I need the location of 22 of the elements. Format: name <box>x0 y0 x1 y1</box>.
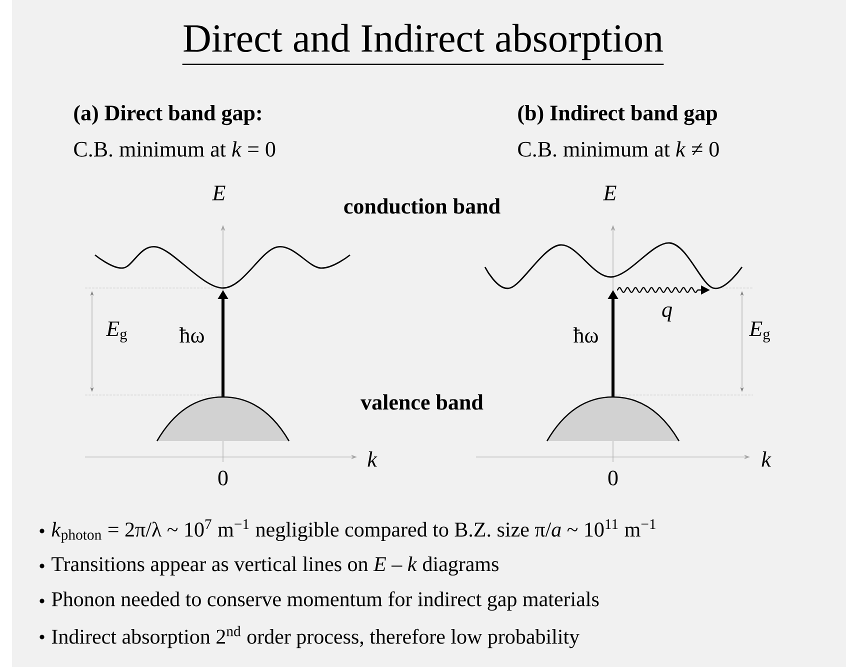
band-label: valence band <box>360 394 484 410</box>
axis-label: k <box>762 451 772 467</box>
gap-label: E$_{g}$ <box>748 322 770 342</box>
title: Direct and Indirect absorption <box>182 24 664 65</box>
bullet-item: Phonon needed to conserve momentum for indirect gap materials <box>40 591 599 611</box>
panel-subheading: C.B. minimum at k ≠ 0 <box>518 141 719 157</box>
origin-label: 0 <box>608 470 618 486</box>
bullet-item: Indirect absorption 2$^{nd}$ order process, therefore low probability <box>40 626 580 648</box>
panel-heading: (b) Indirect band gap <box>518 104 717 126</box>
bullet-item: k$_{photon}$ = 2π/λ ~ 10$^{7}$ m$^{−1}$ negligible compared to B.Z. size π/a ~ 10$^{11}$ m$^{−1}$ <box>40 519 656 543</box>
axis-label: k <box>368 451 378 467</box>
photon-label: ħω <box>179 327 204 343</box>
bullet-item: Transitions appear as vertical lines on E – k diagrams <box>40 556 498 576</box>
photon-label: ħω <box>573 327 598 343</box>
panel-subheading: C.B. minimum at k = 0 <box>74 141 276 157</box>
axis-label: E <box>212 186 226 200</box>
gap-label: E$_{g}$ <box>106 322 128 342</box>
band-label: conduction band <box>344 198 500 214</box>
axis-label: E <box>603 186 616 200</box>
phonon-label: q <box>662 306 672 322</box>
origin-label: 0 <box>218 470 228 486</box>
panel-heading: (a) Direct band gap: <box>74 104 261 126</box>
